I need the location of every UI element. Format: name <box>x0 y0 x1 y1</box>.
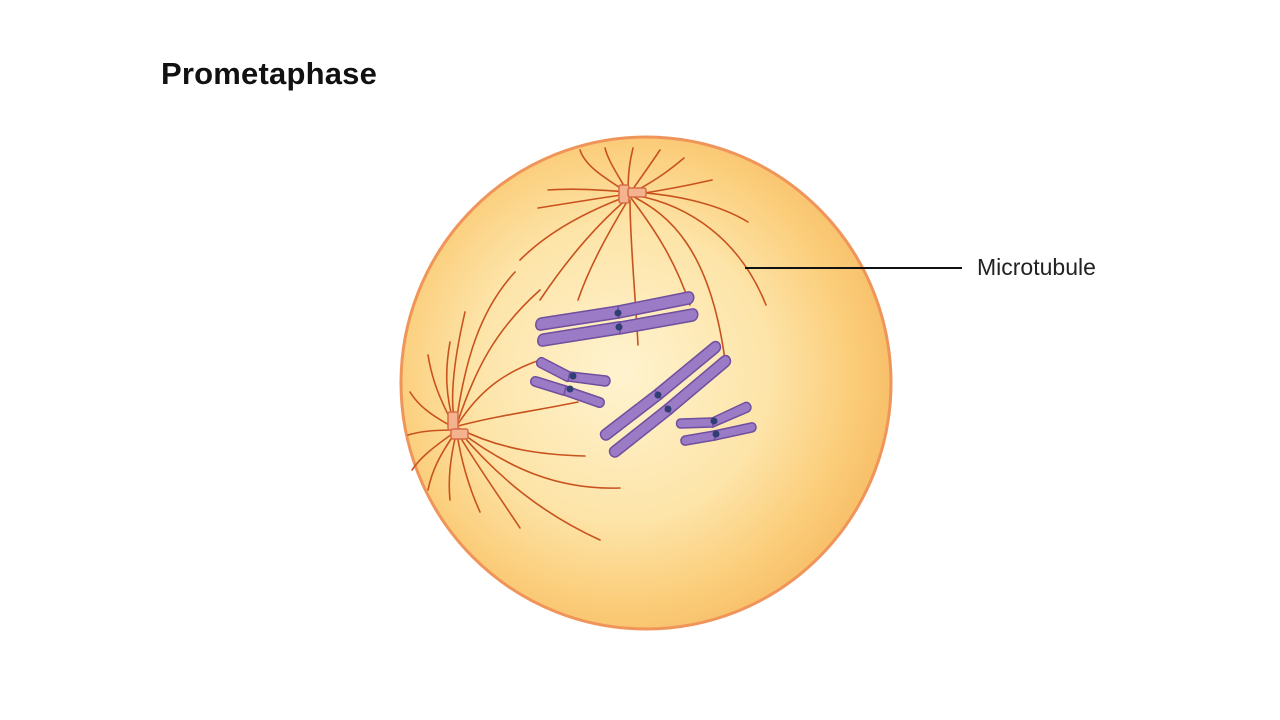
microtubule-label: Microtubule <box>977 254 1096 280</box>
microtubules-left <box>407 271 621 541</box>
chromosome-4 <box>675 401 757 446</box>
centrosome-top <box>618 184 647 204</box>
chromosome-2 <box>529 356 611 409</box>
chromosome-1 <box>535 291 699 347</box>
cell-body <box>399 135 893 631</box>
centrosome-left <box>447 411 469 440</box>
page-title: Prometaphase <box>161 56 378 91</box>
chromosome-3 <box>599 340 732 458</box>
